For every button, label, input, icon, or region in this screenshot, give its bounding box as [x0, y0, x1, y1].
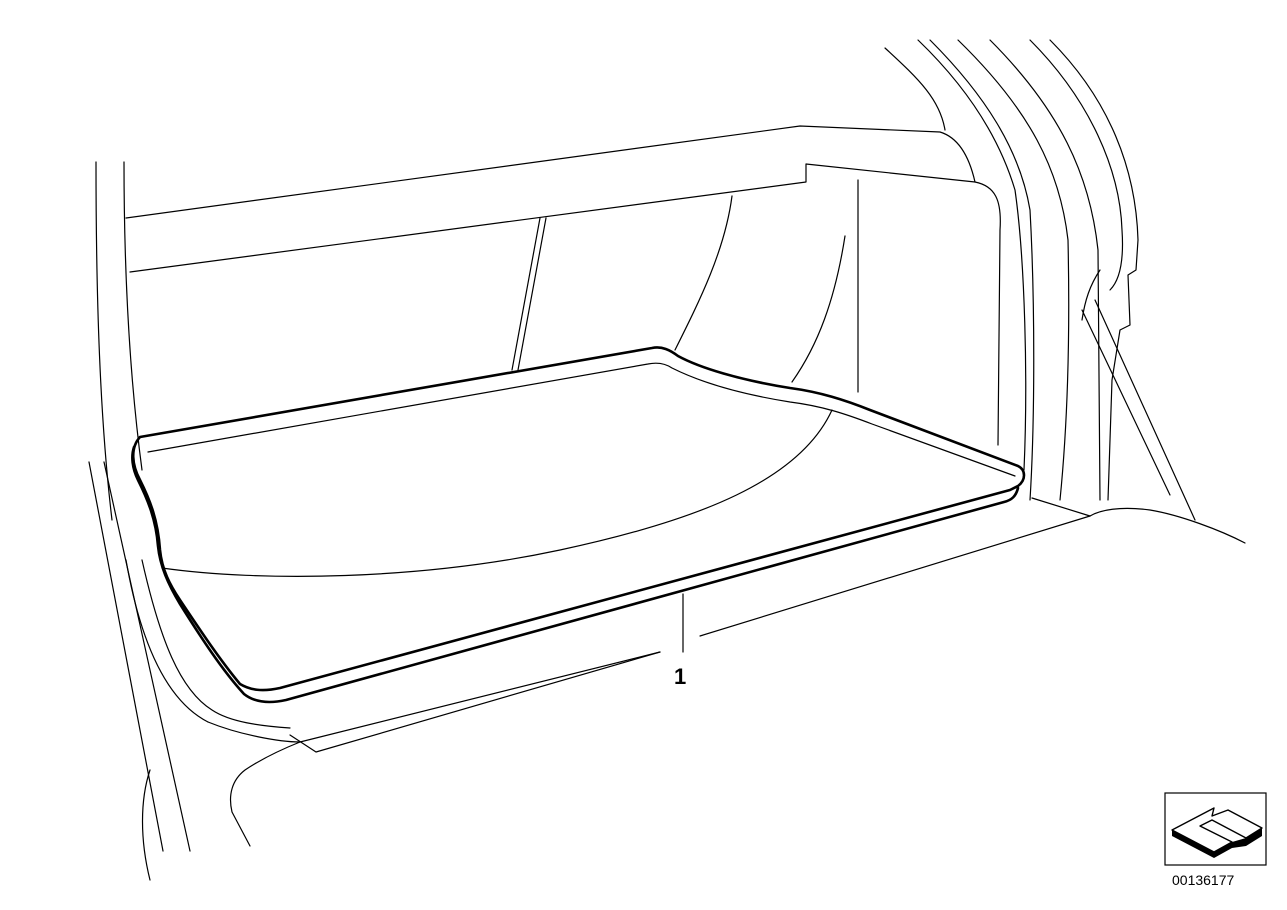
diagram-reference-number: 00136177: [1172, 872, 1235, 888]
right-side-trim: [884, 39, 1246, 544]
seat-backrest: [125, 125, 1001, 446]
callout-label: 1: [674, 664, 686, 689]
callout-1: 1: [674, 593, 686, 689]
left-side-wall: [88, 161, 301, 881]
direction-arrow-icon: [1164, 792, 1267, 866]
luggage-compartment-mat: [131, 346, 1026, 704]
boot-floor: [229, 515, 1091, 847]
